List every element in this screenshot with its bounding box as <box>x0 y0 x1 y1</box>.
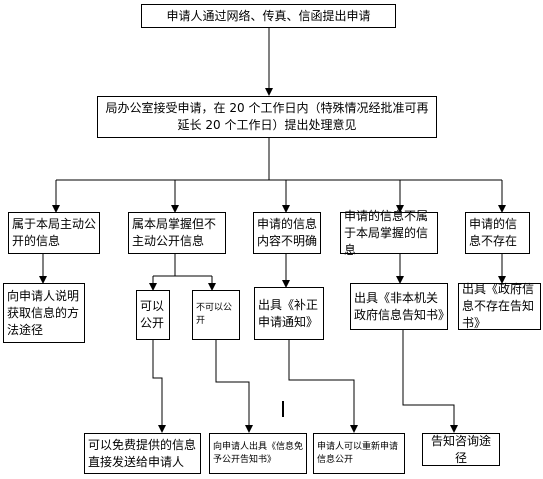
arrow-cannot-open-to-exempt <box>215 340 253 433</box>
node-res-exempt-text: 向申请人出具《信息免予公开告知书》 <box>213 441 304 465</box>
node-res-reapply: 申请人可以重新申请信息公开 <box>313 433 405 474</box>
node-res-correction: 出具《补正申请通知》 <box>254 287 324 340</box>
node-res-method-text: 向申请人说明获取信息的方法途径 <box>7 288 80 337</box>
node-cat-unclear-text: 申请的信息内容不明确 <box>257 217 318 248</box>
node-office-accepts: 局办公室接受申请，在 20 个工作日内（特殊情况经批准可再延长 20 个工作日）… <box>97 96 437 138</box>
node-res-not-organ-text: 出具《非本机关政府信息告知书》 <box>354 290 451 322</box>
node-cat-active: 属于本局主动公开的信息 <box>8 212 100 254</box>
arrow-correction-to-reapply <box>288 340 358 433</box>
node-cannot-open: 不可以公开 <box>192 290 240 340</box>
node-res-free-text: 可以免费提供的信息直接发送给申请人 <box>88 437 197 469</box>
node-res-not-organ: 出具《非本机关政府信息告知书》 <box>350 283 451 330</box>
node-res-free: 可以免费提供的信息直接发送给申请人 <box>84 433 201 474</box>
node-cat-not-active: 属本局掌握但不主动公开信息 <box>128 212 226 254</box>
node-cat-unclear: 申请的信息内容不明确 <box>253 212 321 254</box>
node-res-correction-text: 出具《补正申请通知》 <box>258 297 319 329</box>
node-res-advise: 告知咨询途径 <box>422 433 500 466</box>
node-can-open-text: 可以公开 <box>140 299 165 330</box>
node-submit-application: 申请人通过网络、传真、信函提出申请 <box>141 4 396 28</box>
node-cat-not-ours: 申请的信息不属于本局掌握的信息 <box>340 209 438 257</box>
node-cat-not-exist-text: 申请的信息不存在 <box>469 217 518 248</box>
node-cat-not-active-text: 属本局掌握但不主动公开信息 <box>132 217 217 248</box>
node-res-not-exist-text: 出具《政府信息不存在告知书》 <box>462 282 535 330</box>
node-cat-active-text: 属于本局主动公开的信息 <box>12 217 97 248</box>
node-res-advise-text: 告知咨询途径 <box>430 433 491 465</box>
text-cursor <box>282 401 284 417</box>
arrow-can-open-to-free <box>152 340 166 433</box>
node-res-reapply-text: 申请人可以重新申请信息公开 <box>317 441 399 465</box>
node-submit-application-text: 申请人通过网络、传真、信函提出申请 <box>166 8 371 23</box>
node-can-open: 可以公开 <box>136 290 170 340</box>
node-res-not-exist: 出具《政府信息不存在告知书》 <box>458 282 541 330</box>
node-office-accepts-text: 局办公室接受申请，在 20 个工作日内（特殊情况经批准可再延长 20 个工作日）… <box>105 101 429 132</box>
node-cat-not-exist: 申请的信息不存在 <box>465 212 530 254</box>
arrow-not-organ-to-advise <box>402 330 458 433</box>
node-res-exempt: 向申请人出具《信息免予公开告知书》 <box>209 433 307 474</box>
node-res-method: 向申请人说明获取信息的方法途径 <box>3 283 85 343</box>
node-cat-not-ours-text: 申请的信息不属于本局掌握的信息 <box>344 208 429 257</box>
node-cannot-open-text: 不可以公开 <box>196 303 233 326</box>
